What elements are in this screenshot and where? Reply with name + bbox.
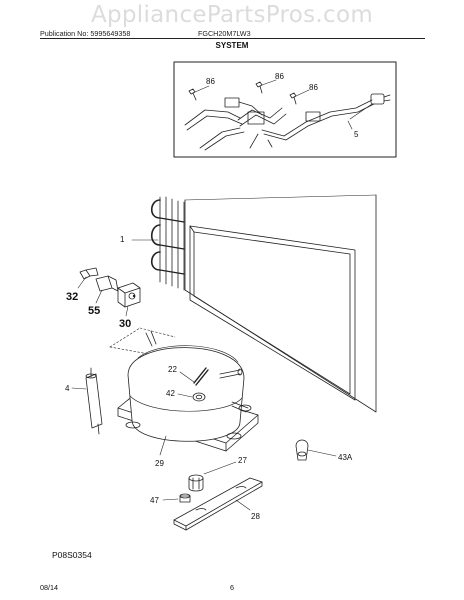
callout-1: 1 [120,235,125,244]
filter-drier [71,367,103,435]
callout-30: 30 [119,318,131,330]
model-number: FGCH20M7LW3 [198,29,251,38]
publication-number: Publication No: 5995649358 [40,29,131,38]
cabinet-back [184,194,377,413]
callout-86-b: 86 [275,72,284,81]
wiring-harness [184,93,391,151]
page-number: 6 [230,583,234,592]
callout-32: 32 [66,291,78,303]
callout-86-a: 86 [206,77,215,86]
condenser-coil [131,196,185,291]
callout-27: 27 [238,456,247,465]
screw-86-b [255,81,263,94]
drawing-number: P08S0354 [52,550,92,560]
callout-86-c: 86 [309,83,318,92]
wiring-harness-inset [173,61,397,158]
header-rule [40,38,425,39]
section-title: SYSTEM [215,41,249,50]
tube-clamp [295,439,337,461]
callout-42: 42 [166,389,175,398]
watermark: AppliancePartsPros.com [90,2,374,28]
screw-86-a [188,88,197,101]
mounting-hardware [162,461,263,531]
callout-55: 55 [88,305,100,317]
callout-22: 22 [168,365,177,374]
relay-overload-group [77,267,176,357]
callout-43a: 43A [338,453,353,462]
callout-4: 4 [65,384,70,393]
screw-86-c [289,92,297,105]
callout-28: 28 [251,512,260,521]
compressor [117,330,259,456]
callout-5: 5 [354,130,359,139]
callout-29: 29 [155,459,164,468]
callout-47: 47 [150,496,159,505]
footer-date: 08/14 [40,583,58,592]
